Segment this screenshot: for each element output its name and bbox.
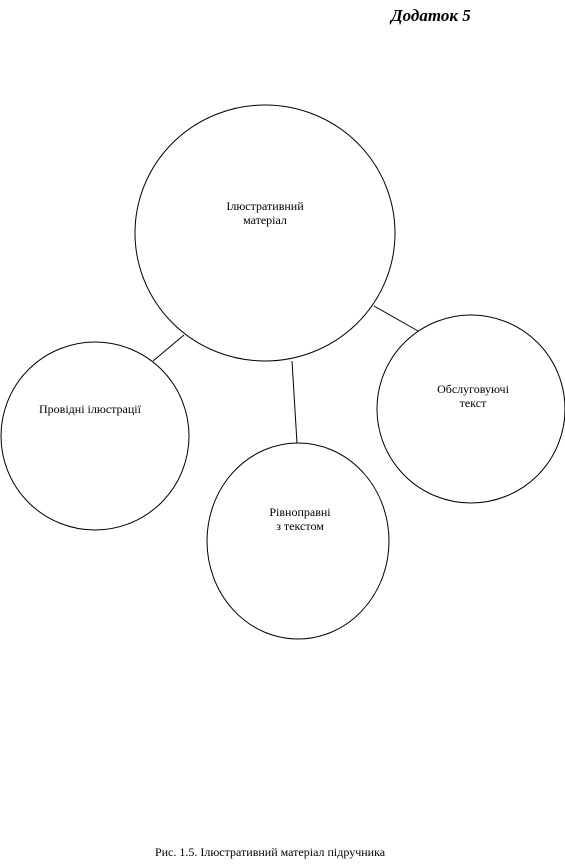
center-node <box>134 104 396 362</box>
node-equal-label: Рівноправні з текстом <box>269 505 331 533</box>
connector-serving <box>373 305 419 332</box>
node-equal <box>206 442 390 640</box>
node-serving <box>376 314 565 504</box>
appendix-label: Додаток 5 <box>391 6 471 25</box>
node-serving-label: Обслуговуючі текст <box>437 382 509 410</box>
node-leading-label: Провідні ілюстрації <box>39 402 141 416</box>
node-leading <box>0 341 190 531</box>
center-node-label: Ілюстративний матеріал <box>226 199 304 227</box>
connector-equal <box>291 360 298 444</box>
figure-caption: Рис. 1.5. Ілюстративний матеріал підручн… <box>154 845 386 859</box>
connector-leading <box>152 334 185 362</box>
